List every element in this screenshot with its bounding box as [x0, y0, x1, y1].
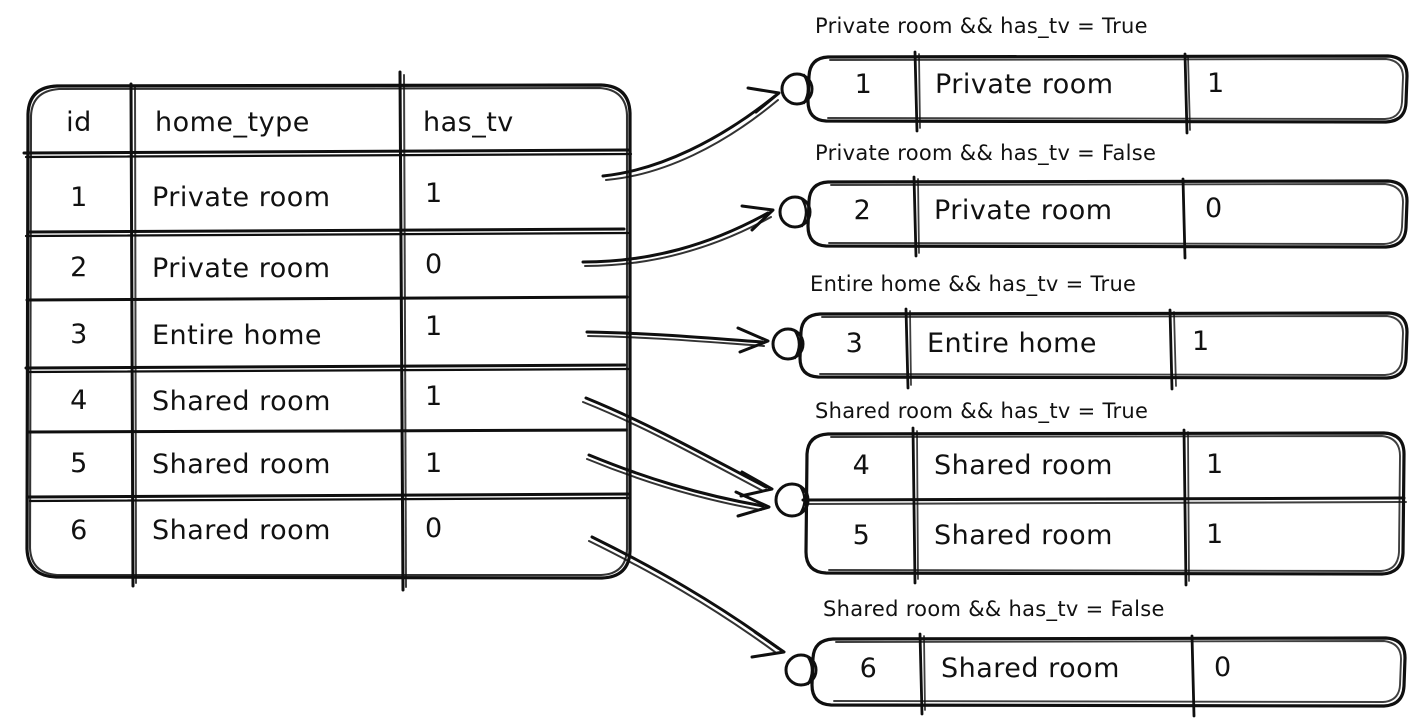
cell-home-type: Shared room [152, 449, 331, 480]
cell-has-tv: 1 [425, 381, 443, 412]
cell-home-type: Shared room [934, 450, 1113, 481]
cell-has-tv: 0 [1214, 652, 1232, 683]
cell-home-type: Shared room [152, 515, 331, 546]
connector-arrow-4 [582, 396, 774, 498]
connector-arrow-2 [581, 204, 775, 267]
cell-has-tv: 0 [425, 513, 443, 544]
cell-home-type: Private room [934, 195, 1113, 226]
cell-id: 3 [845, 328, 864, 359]
cell-home-type: Entire home [927, 328, 1098, 359]
cell-has-tv: 0 [1205, 193, 1223, 224]
connector-arrow-3 [585, 326, 770, 354]
source-header-id: id [66, 107, 92, 138]
cell-has-tv: 1 [1206, 449, 1224, 480]
cell-has-tv: 1 [425, 448, 443, 479]
cell-has-tv: 0 [425, 249, 443, 280]
cell-home-type: Shared room [934, 520, 1113, 551]
group-label: Shared room && has_tv = True [815, 399, 1149, 423]
connector-arrow-6 [588, 535, 786, 659]
cell-has-tv: 1 [425, 311, 443, 342]
cell-home-type: Shared room [152, 386, 331, 417]
cell-has-tv: 1 [425, 178, 443, 209]
cell-has-tv: 1 [1207, 68, 1225, 99]
cell-id: 4 [852, 450, 871, 481]
group-label: Entire home && has_tv = True [810, 272, 1137, 296]
cell-id: 6 [70, 515, 88, 546]
cell-id: 1 [70, 182, 88, 213]
cell-id: 5 [70, 448, 88, 479]
cell-id: 2 [70, 252, 88, 283]
connector-arrow-1 [601, 86, 781, 181]
group-label: Shared room && has_tv = False [823, 597, 1165, 621]
cell-id: 4 [70, 385, 88, 416]
group-label: Private room && has_tv = True [815, 14, 1148, 38]
cell-has-tv: 1 [1206, 519, 1224, 550]
source-header-home-type: home_type [155, 107, 310, 138]
cell-home-type: Private room [935, 69, 1114, 100]
cell-id: 3 [70, 319, 88, 350]
group-label: Private room && has_tv = False [815, 141, 1157, 165]
cell-has-tv: 1 [1192, 326, 1210, 357]
cell-id: 1 [854, 69, 873, 100]
cell-home-type: Private room [152, 182, 331, 213]
source-header-has-tv: has_tv [423, 107, 514, 138]
connector-arrow-5 [586, 453, 771, 518]
cell-id: 6 [859, 653, 878, 684]
cell-home-type: Entire home [152, 320, 323, 351]
cell-home-type: Private room [152, 253, 331, 284]
cell-id: 2 [853, 195, 872, 226]
cell-id: 5 [852, 520, 871, 551]
cell-home-type: Shared room [941, 653, 1120, 684]
